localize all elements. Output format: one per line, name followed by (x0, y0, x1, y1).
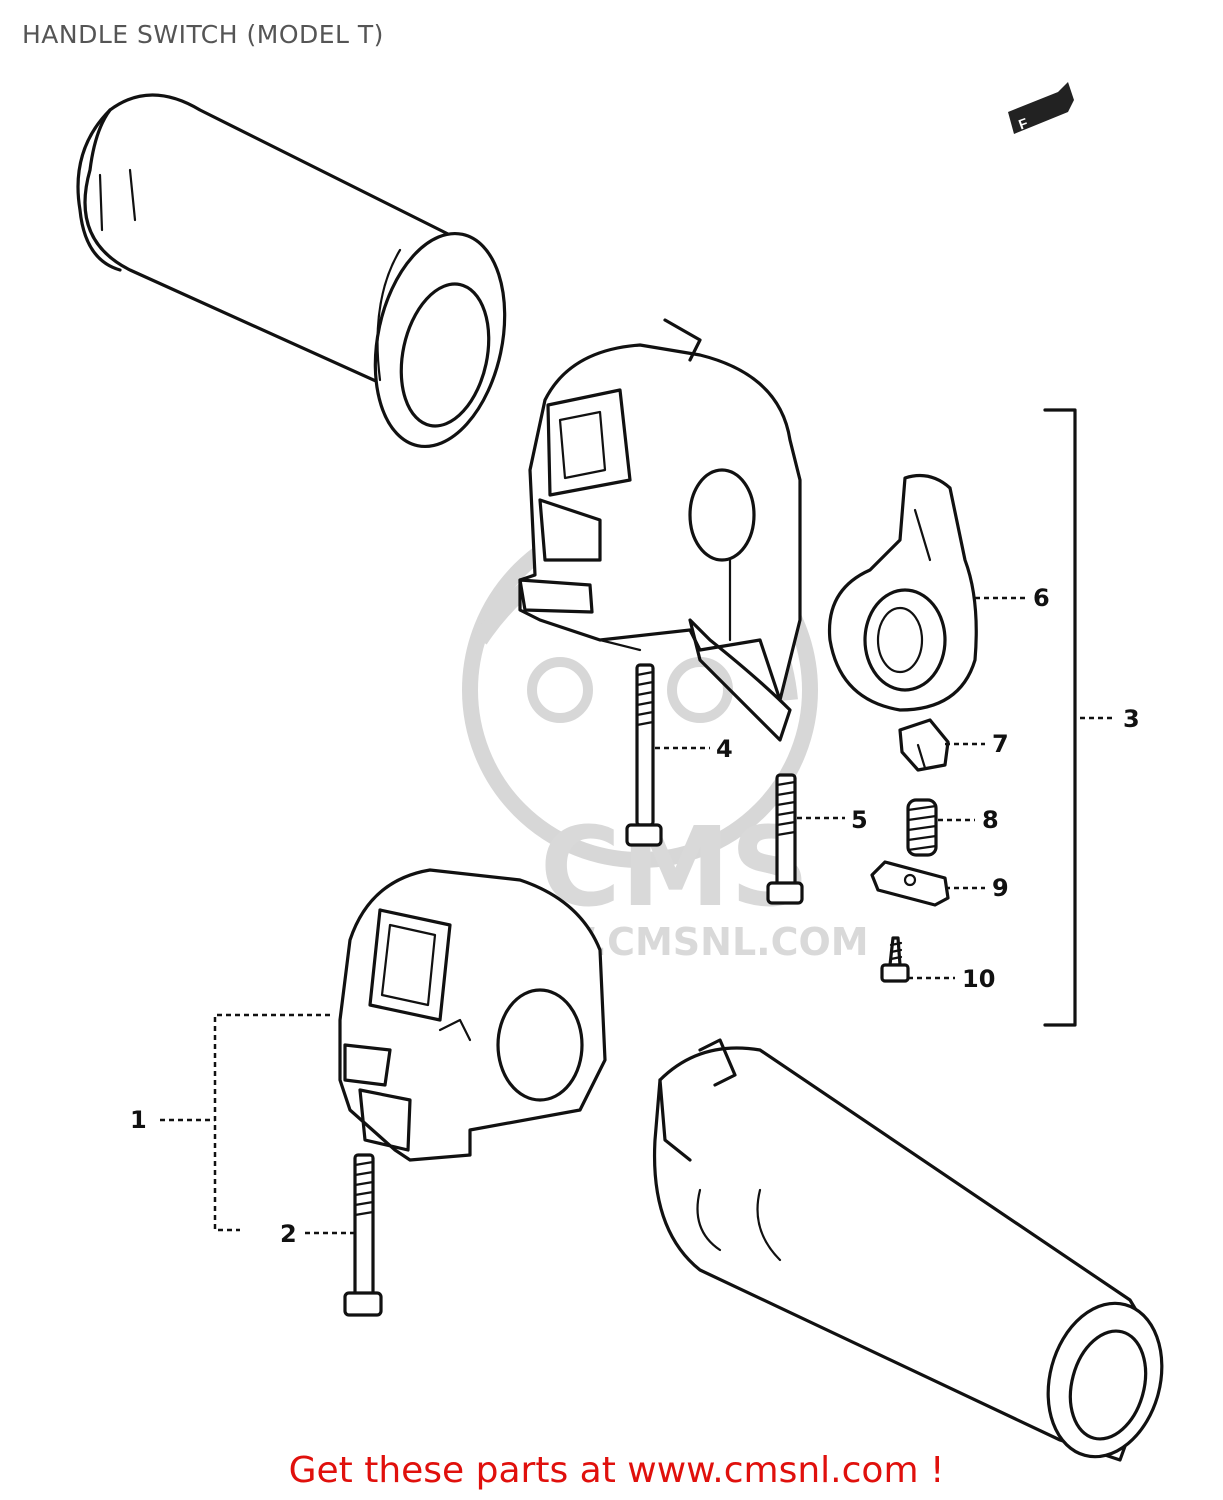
right-switch-housing (518, 318, 802, 742)
callout-4: 4 (716, 735, 733, 763)
spring (906, 798, 938, 857)
throttle-cam (827, 474, 978, 712)
callout-1: 1 (130, 1106, 147, 1134)
callout-2: 2 (280, 1220, 297, 1248)
plate (870, 860, 950, 907)
footer-link[interactable]: Get these parts at www.cmsnl.com ! (288, 1450, 945, 1491)
callout-10: 10 (962, 965, 995, 993)
callout-8: 8 (982, 806, 999, 834)
callout-3: 3 (1123, 705, 1140, 733)
left-switch-housing (338, 868, 607, 1162)
callout-6: 6 (1033, 584, 1050, 612)
callout-9: 9 (992, 874, 1009, 902)
left-screw (343, 1153, 383, 1317)
right-grip (652, 1038, 1164, 1462)
page-title: HANDLE SWITCH (MODEL T) (22, 20, 384, 49)
small-screw (880, 936, 910, 983)
callout-7: 7 (992, 730, 1009, 758)
direction-badge: F (1008, 82, 1074, 134)
left-grip (76, 93, 507, 449)
callouts: 1 2 3 4 5 6 7 8 9 10 (130, 584, 1140, 1248)
watermark-brand: CMS (540, 803, 809, 931)
cap (898, 718, 950, 772)
callout-5: 5 (851, 806, 868, 834)
long-screw (625, 663, 663, 847)
short-screw (766, 773, 804, 905)
leaders (160, 408, 1115, 1235)
